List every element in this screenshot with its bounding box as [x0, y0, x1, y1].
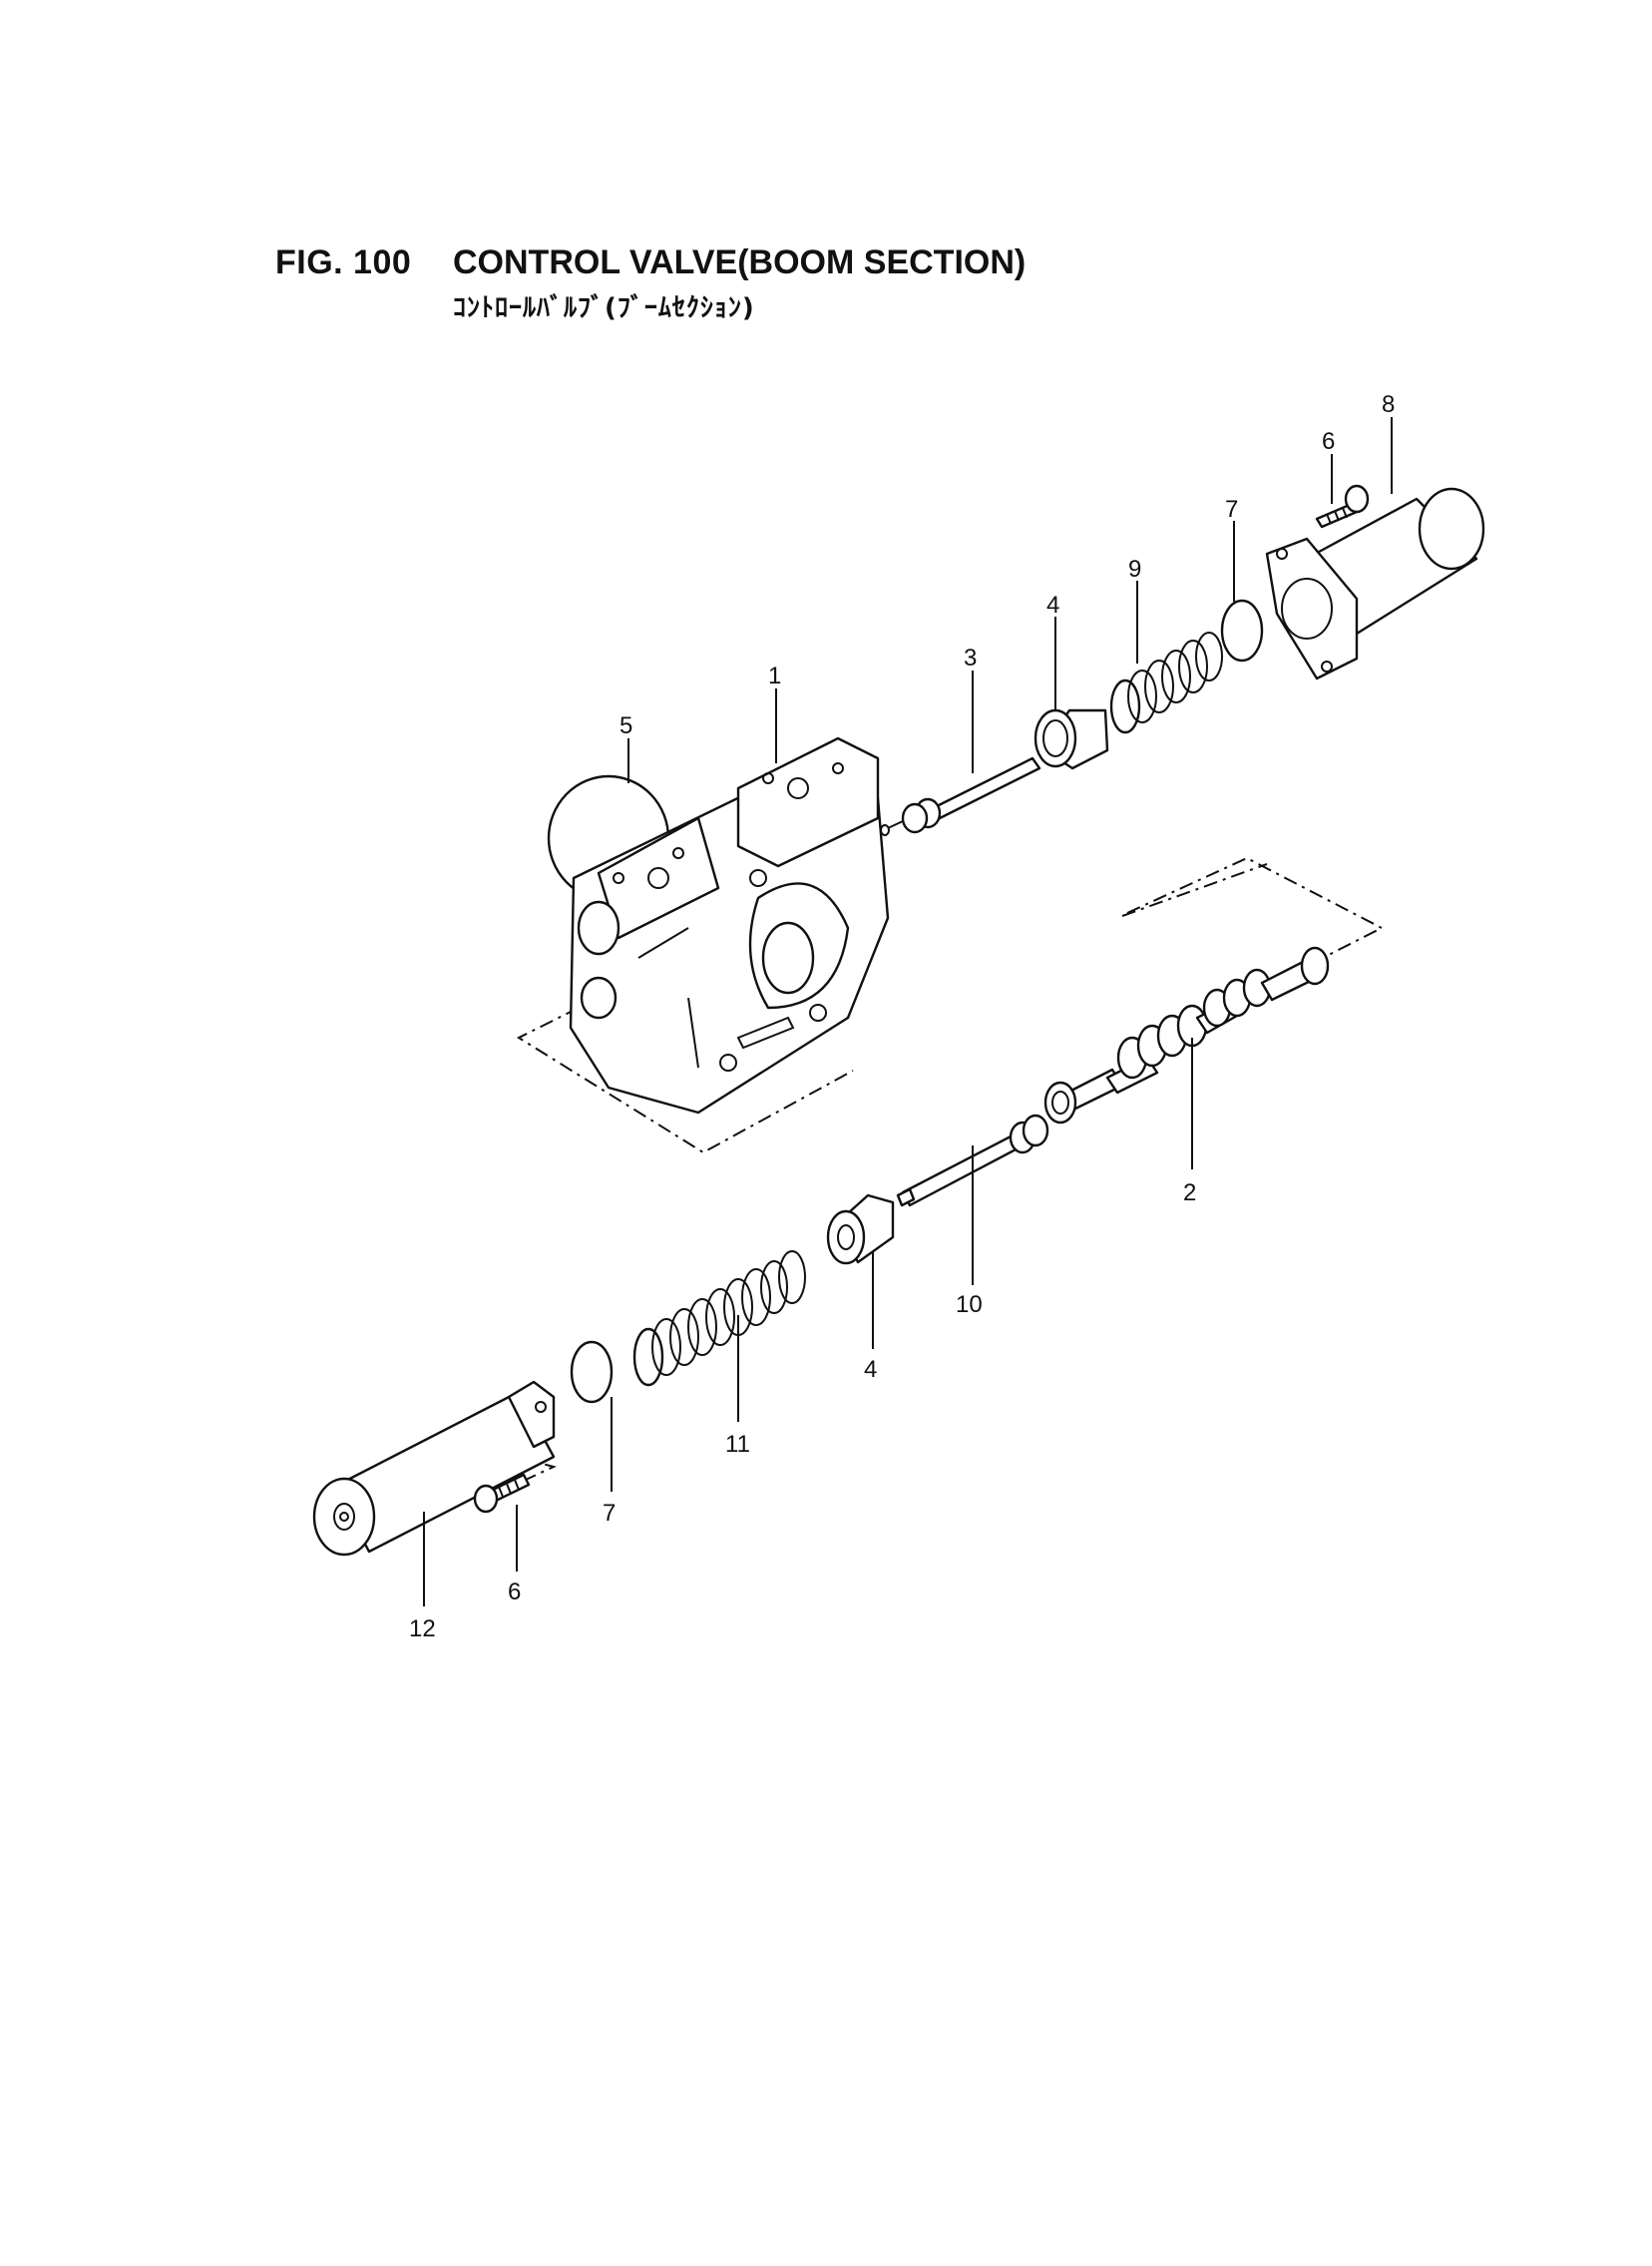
callout-4-bottom: 4	[864, 1356, 877, 1383]
spool-part	[1043, 946, 1330, 1125]
socket-bolt-top-part	[1315, 484, 1370, 529]
callout-10: 10	[956, 1291, 983, 1318]
rod-part	[896, 1114, 1049, 1207]
leader-lines	[423, 417, 1393, 1606]
callout-6-top: 6	[1322, 428, 1335, 455]
figure-title: CONTROL VALVE(BOOM SECTION)	[453, 243, 1027, 281]
spring-bottom-part	[632, 1250, 806, 1387]
callout-5: 5	[620, 712, 632, 739]
callout-3: 3	[964, 645, 977, 672]
callout-7-bottom: 7	[603, 1500, 616, 1527]
figure-number: FIG. 100	[275, 243, 412, 281]
callout-7-top: 7	[1225, 496, 1238, 523]
o-ring-bottom-part	[570, 1340, 614, 1404]
spring-seat-top-part	[1033, 708, 1109, 770]
cap-top-part	[1265, 487, 1485, 680]
cap-bottom-part	[312, 1380, 556, 1557]
o-ring-top-part	[1220, 599, 1264, 663]
socket-bolt-bottom-part	[473, 1473, 531, 1514]
callout-8-top: 8	[1382, 391, 1395, 418]
callout-4-top: 4	[1046, 592, 1059, 619]
callout-1: 1	[768, 663, 781, 689]
callout-2: 2	[1183, 1179, 1196, 1206]
callout-11: 11	[725, 1431, 750, 1458]
stopper-rod-part	[880, 756, 1041, 836]
callout-labels: 8 6 7 9 4 3 1 5 2 10 4 11 7 6 12	[409, 391, 1395, 1642]
callout-9: 9	[1128, 556, 1141, 583]
spring-seat-bottom-part	[826, 1193, 895, 1265]
spring-top-part	[1109, 632, 1223, 734]
callout-6-bottom: 6	[508, 1579, 521, 1605]
figure-subtitle: ｺﾝﾄﾛｰﾙﾊﾞﾙﾌﾞ(ﾌﾞｰﾑｾｸｼｮﾝ)	[453, 293, 755, 323]
valve-body-part	[547, 736, 890, 1115]
callout-12: 12	[409, 1615, 436, 1642]
